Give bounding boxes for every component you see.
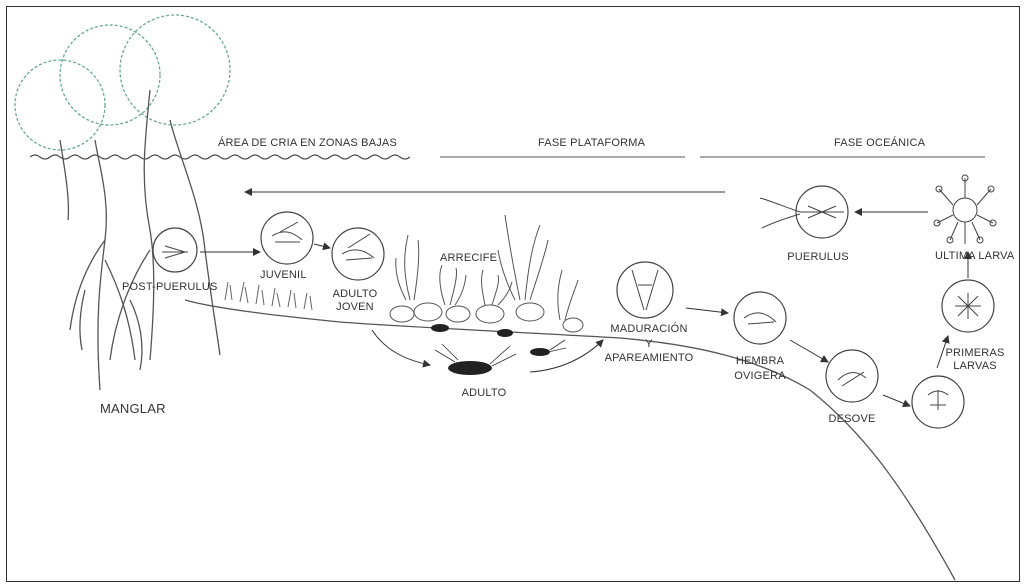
ovigerous-female-circle	[734, 292, 786, 344]
last-larva-phyllosoma	[934, 175, 996, 244]
stage-label-young-adult-line2: JOVEN	[336, 301, 374, 314]
reef	[390, 215, 583, 332]
sea-floor-profile	[185, 300, 955, 580]
stage-label-last-larva: ULTIMA LARVA	[935, 250, 1014, 263]
stage-label-post-puerulus: POST-PUERULUS	[122, 281, 218, 294]
seagrass	[225, 282, 312, 310]
mangrove-tree	[15, 15, 230, 390]
stage-circles	[153, 186, 994, 428]
stage-label-juvenile: JUVENIL	[260, 269, 307, 282]
arrow-young-adult-to-adult	[372, 330, 430, 365]
arrow-juvenile-to-young-adult	[314, 244, 330, 248]
adult-lobsters-on-reef	[431, 324, 550, 375]
zone-label-shallow-nursery: ÁREA DE CRIA EN ZONAS BAJAS	[218, 137, 397, 150]
stage-label-maturation-line3: APAREAMIENTO	[605, 352, 694, 365]
young-adult-circle	[332, 228, 384, 280]
arrow-adult-to-maturation	[530, 340, 603, 372]
stage-label-first-larvae-line2: LARVAS	[953, 360, 997, 373]
juvenile-circle	[261, 212, 313, 264]
zone-label-oceanic: FASE OCEÁNICA	[834, 137, 925, 150]
habitat-label-reef: ARRECIFE	[440, 252, 497, 265]
arrow-maturation-to-ovigerous	[686, 308, 728, 313]
maturation-circle	[617, 262, 673, 318]
spawning-circle	[826, 350, 878, 402]
post-puerulus-circle	[153, 228, 197, 272]
stage-label-maturation-line1: MADURACIÓN	[610, 323, 687, 336]
water-surface-line	[30, 155, 410, 159]
arrow-ovigerous-to-spawning	[790, 340, 828, 362]
stage-label-young-adult-line1: ADULTO	[333, 288, 378, 301]
stage-label-ovigerous-line2: OVIGERA	[734, 370, 786, 383]
stage-label-ovigerous-line1: HEMBRA	[736, 355, 784, 368]
stage-label-spawning: DESOVE	[828, 413, 875, 426]
arrow-spawning-to-eggs	[883, 395, 910, 406]
zone-label-platform: FASE PLATAFORMA	[538, 137, 645, 150]
habitat-label-mangrove: MANGLAR	[100, 402, 166, 415]
stage-label-puerulus: PUERULUS	[787, 251, 849, 264]
stage-label-maturation-line2: Y	[645, 338, 653, 351]
stage-label-first-larvae-line1: PRIMERAS	[945, 347, 1004, 360]
stage-label-adult: ADULTO	[462, 387, 507, 400]
